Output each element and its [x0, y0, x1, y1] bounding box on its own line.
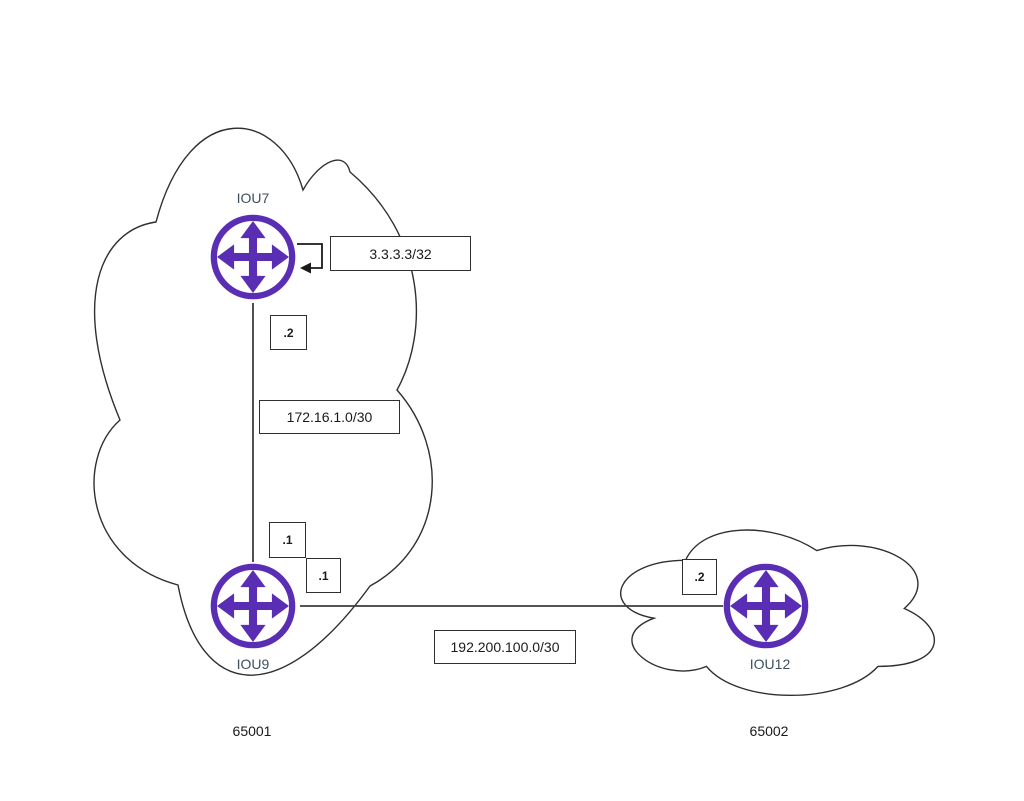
as-65001-label: 65001 [232, 723, 272, 739]
subnet-iou7-iou9-box: 172.16.1.0/30 [259, 400, 400, 434]
iface-iou12-left-box: .2 [682, 559, 717, 595]
loopback-arrowhead-icon [300, 262, 311, 274]
iface-iou9-right-box: .1 [306, 558, 341, 593]
subnet-iou9-iou12-box: 192.200.100.0/30 [434, 630, 576, 664]
router-iou12-label: IOU12 [749, 656, 791, 672]
router-iou9-label: IOU9 [236, 656, 270, 672]
iface-iou7-down-box: .2 [270, 315, 307, 350]
router-iou12-icon [727, 567, 805, 645]
router-iou7-label: IOU7 [236, 190, 270, 206]
loopback-address-box: 3.3.3.3/32 [330, 236, 471, 271]
as-65002-label: 65002 [749, 723, 789, 739]
loopback-arrow [297, 243, 323, 269]
router-iou9-icon [214, 567, 292, 645]
iface-iou9-up-box: .1 [269, 522, 306, 558]
router-iou7-icon [214, 218, 292, 296]
